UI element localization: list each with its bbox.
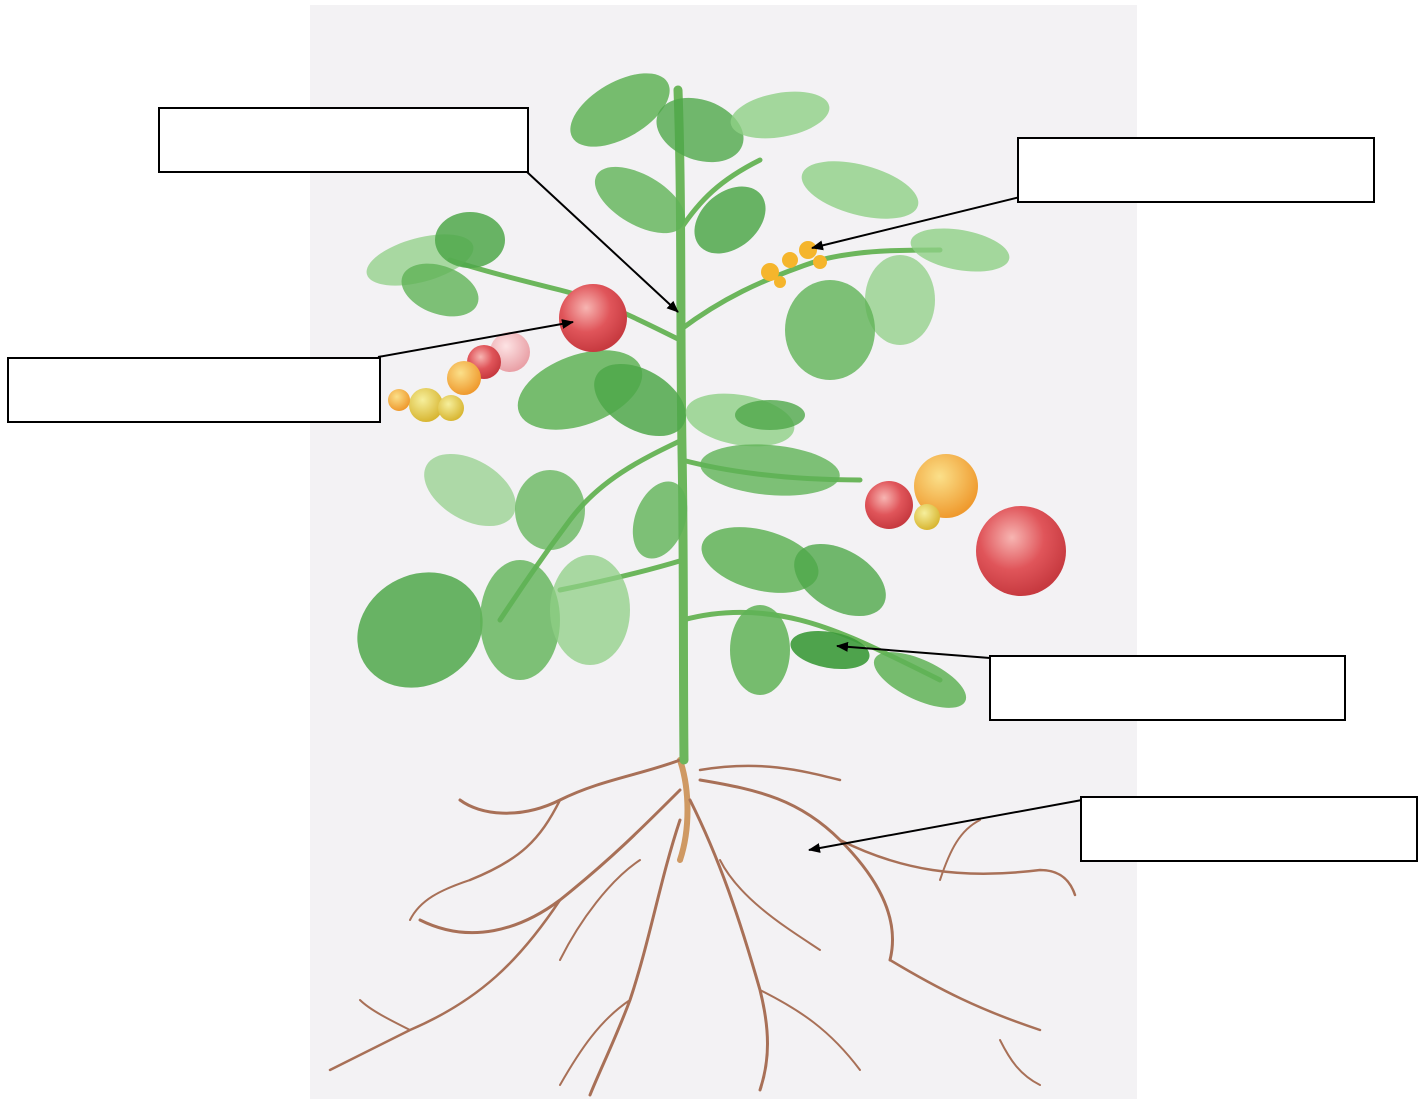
label-box-stem[interactable] bbox=[158, 107, 529, 173]
label-box-fruit[interactable] bbox=[7, 357, 381, 423]
label-box-root[interactable] bbox=[1080, 796, 1418, 862]
label-box-leaf[interactable] bbox=[989, 655, 1346, 721]
label-box-flower[interactable] bbox=[1017, 137, 1375, 203]
